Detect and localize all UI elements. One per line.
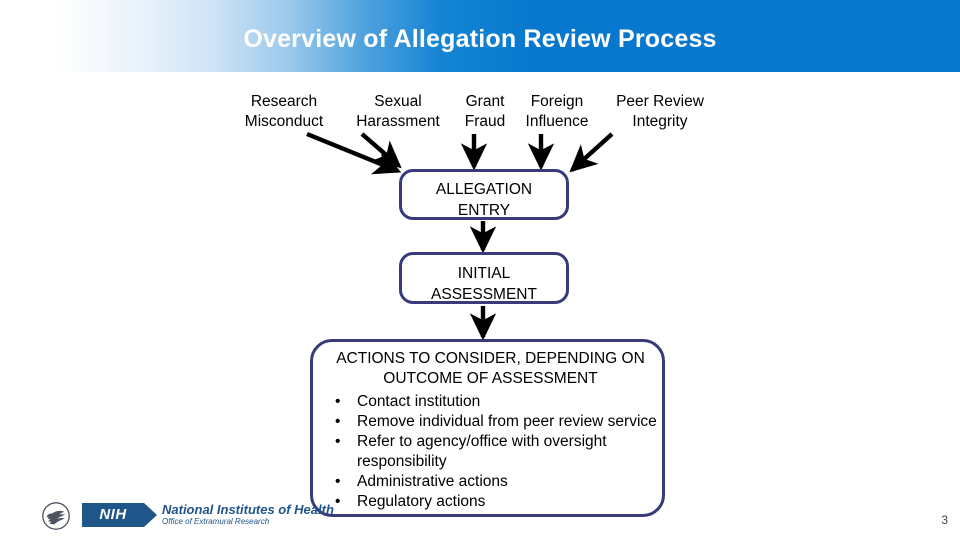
actions-bullet-text: Contact institution [357, 393, 481, 410]
actions-bullet-item: • Regulatory actions [315, 492, 667, 512]
flow-box-actions-to-consider[interactable]: ACTIONS TO CONSIDER, DEPENDING ON OUTCOM… [310, 339, 665, 517]
flow-box-allegation-entry-label: ALLEGATION ENTRY [435, 181, 533, 219]
bullet-icon: • [335, 473, 341, 490]
bullet-icon: • [335, 433, 341, 450]
actions-heading: ACTIONS TO CONSIDER, DEPENDING ON OUTCOM… [336, 350, 645, 387]
bullet-icon: • [335, 493, 341, 510]
page-title: Overview of Allegation Review Process [243, 25, 717, 53]
source-label-research-misconduct: Research Misconduct [244, 93, 324, 130]
nih-badge: NIH [82, 503, 144, 527]
arrow-research-misconduct [306, 131, 402, 175]
source-label-grant-fraud: Grant Fraud [464, 93, 506, 130]
nih-organization-name: National Institutes of Health [162, 502, 334, 517]
actions-bullet-text: Refer to agency/office with oversight re… [357, 433, 607, 470]
arrow-sexual-harassment [360, 132, 402, 169]
actions-bullet-text: Remove individual from peer review servi… [357, 413, 657, 430]
source-label-peer-review-integrity: Peer Review Integrity [616, 93, 704, 130]
source-label-sexual-harassment: Sexual Harassment [356, 93, 440, 130]
header-band [0, 0, 960, 72]
actions-bullet-item: • Refer to agency/office with oversight r… [315, 432, 667, 472]
flow-box-initial-assessment-label: INITIAL ASSESSMENT [431, 265, 537, 303]
page-number: 3 [941, 513, 948, 527]
source-label-foreign-influence: Foreign Influence [525, 93, 589, 130]
source-label-group: Research Misconduct Sexual Harassment Gr… [228, 92, 708, 138]
hhs-eagle-icon [42, 502, 70, 530]
bullet-icon: • [335, 413, 341, 430]
flow-box-allegation-entry[interactable]: ALLEGATION ENTRY [399, 169, 569, 220]
actions-bullet-item: • Remove individual from peer review serv… [315, 412, 667, 432]
arrow-peer-review-integrity [569, 132, 614, 173]
actions-bullet-item: • Contact institution [315, 392, 667, 412]
nih-chevron-icon [144, 503, 157, 527]
flow-box-initial-assessment[interactable]: INITIAL ASSESSMENT [399, 252, 569, 304]
actions-bullet-item: • Administrative actions [315, 472, 667, 492]
actions-bullet-text: Administrative actions [357, 473, 508, 490]
nih-logo: NIH National Institutes of Health Office… [38, 500, 334, 534]
nih-office-name: Office of Extramural Research [162, 517, 270, 526]
bullet-icon: • [335, 393, 341, 410]
actions-bullet-list: • Contact institution • Remove individual f… [315, 392, 667, 512]
actions-bullet-text: Regulatory actions [357, 493, 486, 510]
